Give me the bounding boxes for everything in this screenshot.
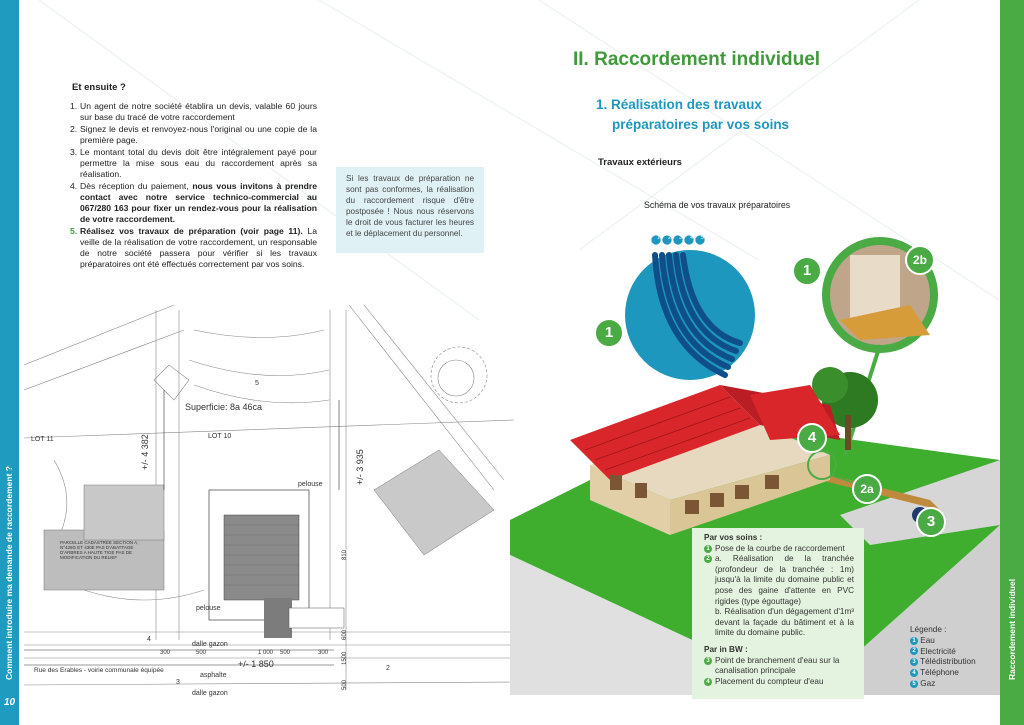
badge-2b: 2b — [905, 245, 935, 275]
note-text: Si les travaux de préparation ne sont pa… — [346, 174, 474, 238]
plan-superficie: Superficie: 8a 46ca — [185, 402, 263, 412]
badge-2a: 2a — [852, 474, 882, 504]
plan-dalle-gazon-2: dalle gazon — [192, 690, 228, 697]
legend-item: 5 Gaz — [910, 679, 976, 690]
legend-item: 4 Téléphone — [910, 668, 976, 679]
plan-dim-300: 300 — [160, 650, 171, 656]
plan-dim-500b: 500 — [280, 650, 291, 656]
badge-1: 1 — [594, 318, 624, 348]
plan-dim-1850: +/- 1 850 — [238, 659, 274, 669]
schema-title: Schéma de vos travaux préparatoires — [644, 200, 791, 210]
legend-item: 1 Eau — [910, 636, 976, 647]
plan-dim-4382: +/- 4 382 — [140, 434, 150, 470]
legend-item: 2 Electricité — [910, 647, 976, 658]
plan-lot10: LOT 10 — [208, 433, 232, 440]
step-item: 4.Dès réception du paiement, nous vous i… — [70, 181, 317, 224]
plan-parcelle-note: PARCELLE CADASTREE SECTION A, N°428G ET … — [60, 540, 139, 560]
legend-item: 3 Télédistribution — [910, 657, 976, 668]
subtitle-line-1: 1. Réalisation des travaux — [596, 97, 762, 112]
plan-pelouse: pelouse — [298, 481, 323, 488]
section-title-ensuite: Et ensuite ? — [72, 82, 126, 93]
par-in-bw-title: Par in BW : — [704, 644, 748, 654]
plan-mark-5: 5 — [255, 380, 259, 387]
plan-dim-1500: 1500 — [342, 651, 348, 665]
step-item: 1.Un agent de notre société établira un … — [70, 101, 317, 122]
plan-dim-500c: 500 — [342, 679, 348, 690]
par-vos-soins-box — [692, 528, 864, 699]
plan-rue: Rue des Erables - voirie communale équip… — [34, 667, 164, 674]
subtitle-line-2: préparatoires par vos soins — [612, 117, 790, 132]
plan-pelouse-2: pelouse — [196, 605, 221, 612]
badge-4: 4 — [797, 423, 827, 453]
plan-dim-810: 810 — [342, 549, 348, 560]
legend-title: Légende : — [910, 625, 947, 634]
plan-dalle-gazon-1: dalle gazon — [192, 641, 228, 648]
plan-dim-300b: 300 — [318, 650, 329, 656]
step-item: 5.Réalisez vos travaux de préparation (v… — [70, 226, 317, 269]
right-sidebar — [1000, 0, 1024, 725]
main-title: II. Raccordement individuel — [573, 49, 821, 70]
left-sidebar-title: Comment introduire ma demande de raccord… — [4, 466, 14, 680]
plan-mark-3: 3 — [176, 679, 180, 686]
plan-mark-2: 2 — [386, 665, 390, 672]
left-sidebar — [0, 0, 19, 725]
page-number: 10 — [4, 697, 16, 708]
badge-1-zoom: 1 — [792, 256, 822, 286]
steps-list: 1.Un agent de notre société établira un … — [70, 101, 317, 271]
section-travaux-exterieurs: Travaux extérieurs — [598, 157, 682, 168]
step-item: 2.Signez le devis et renvoyez-nous l'ori… — [70, 124, 317, 145]
plan-dim-1000: 1 000 — [258, 650, 274, 656]
background-decoration — [38, 0, 999, 321]
right-sidebar-title: Raccordement individuel — [1007, 578, 1017, 680]
par-vos-soins-title: Par vos soins : — [704, 533, 763, 542]
note-box — [336, 167, 484, 253]
plan-dim-3935: +/- 3 935 — [355, 449, 365, 485]
plan-lot11: LOT 11 — [31, 436, 54, 443]
site-plan-drawing — [24, 304, 514, 690]
legend: Légende : 1 Eau 2 Electricité 3 Télédist… — [910, 625, 976, 690]
plan-dim-600: 600 — [342, 629, 348, 640]
badge-3: 3 — [916, 507, 946, 537]
plan-asphalte: asphalte — [200, 672, 227, 679]
plan-dim-500: 500 — [196, 650, 207, 656]
step-item: 3.Le montant total du devis doit être in… — [70, 147, 317, 179]
plan-mark-4: 4 — [147, 636, 151, 643]
